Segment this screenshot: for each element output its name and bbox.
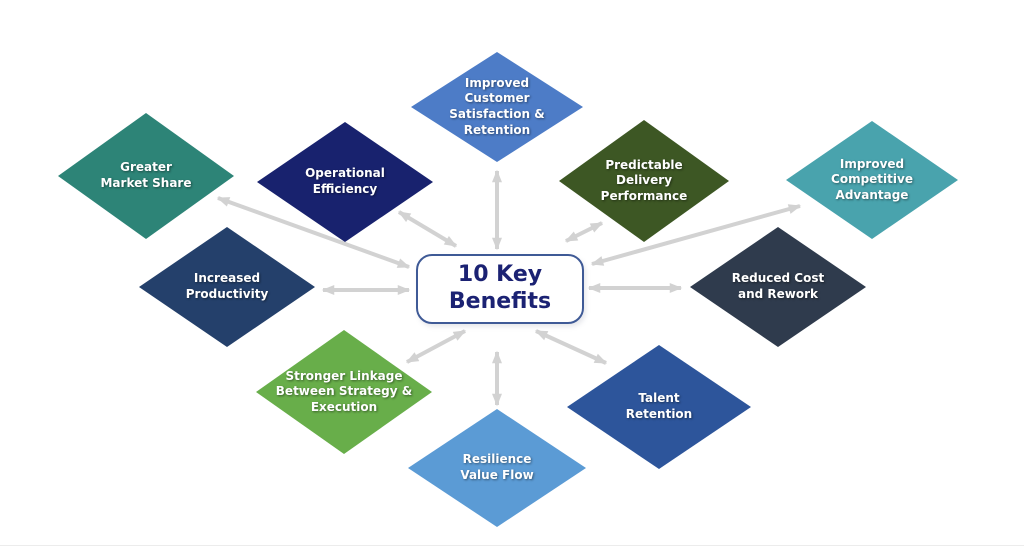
arrow-to-improved-competitive	[590, 204, 802, 266]
benefit-label: Greater Market Share	[100, 160, 192, 190]
arrow-to-stronger-linkage	[405, 329, 467, 364]
diagram-title: 10 Key Benefits	[448, 262, 552, 314]
benefit-label: Reduced Cost and Rework	[731, 271, 825, 301]
benefit-label: Improved Customer Satisfaction & Retenti…	[449, 75, 545, 137]
benefit-label: Talent Retention	[625, 391, 693, 421]
arrow-to-predictable-delivery	[564, 221, 604, 243]
center-title-box: 10 Key Benefits	[416, 254, 584, 324]
benefit-label: Stronger Linkage Between Strategy & Exec…	[275, 368, 413, 414]
arrow-to-talent-retention	[534, 329, 608, 365]
benefit-label: Operational Efficiency	[305, 166, 385, 196]
benefit-label: Resilience Value Flow	[460, 452, 534, 482]
arrow-to-operational-efficiency	[397, 210, 458, 248]
footer-divider	[0, 545, 1024, 546]
benefit-label: Improved Competitive Advantage	[831, 156, 913, 202]
arrow-to-greater-market-share	[216, 196, 411, 269]
benefit-label: Predictable Delivery Performance	[600, 157, 688, 203]
benefit-label: Increased Productivity	[185, 271, 269, 301]
